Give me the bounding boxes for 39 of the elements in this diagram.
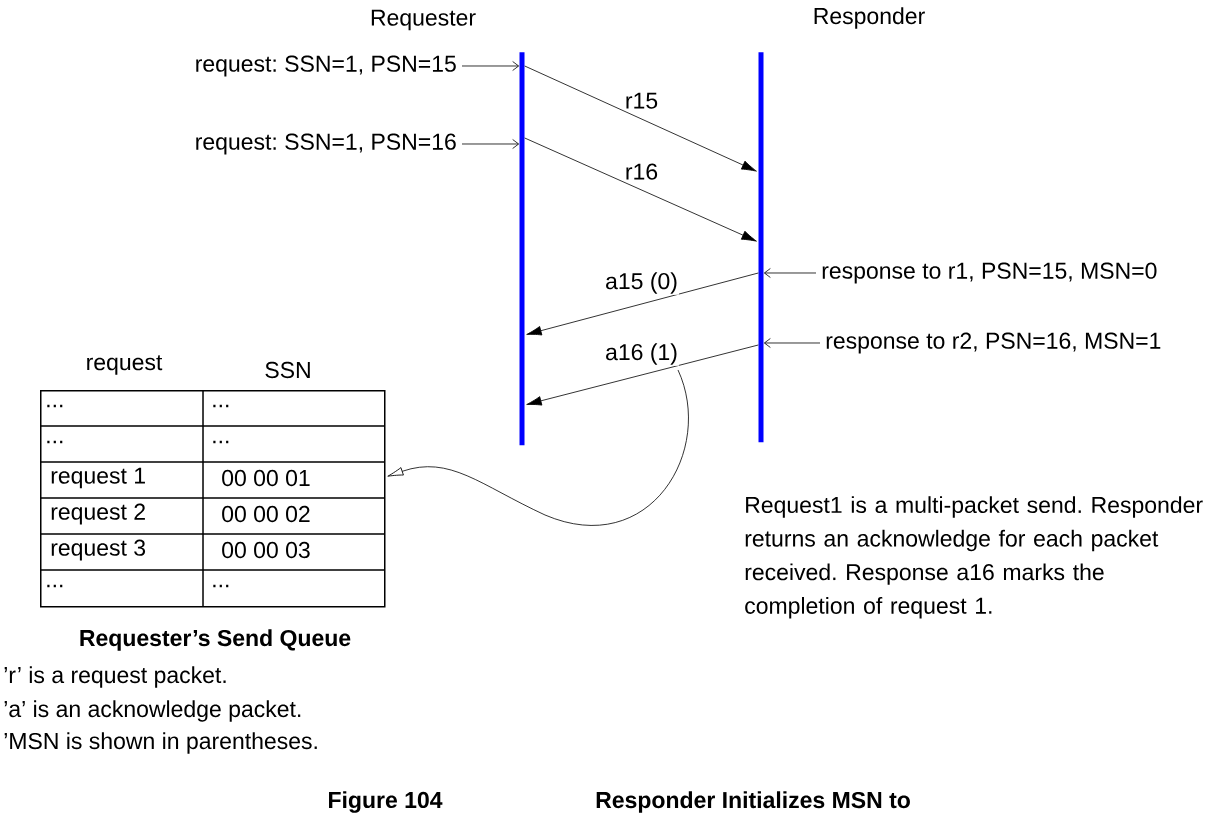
note-text: ’MSN is shown in parentheses.: [4, 732, 317, 754]
edge-label: r15: [626, 92, 658, 109]
table-cell: ...: [47, 584, 63, 588]
annotation-text: response to r1, PSN=15, MSN=0: [822, 262, 1157, 284]
table-cell: request 2: [51, 503, 145, 525]
note-text: ’r’ is a request packet.: [4, 666, 226, 688]
table-cell: ...: [47, 404, 63, 408]
table-cell: request 1: [51, 467, 145, 489]
arrow: [526, 272, 759, 336]
edge-label: a15 (0): [606, 272, 677, 294]
note-text: ’a’ is an acknowledge packet.: [4, 700, 301, 722]
annotation-text: request: SSN=1, PSN=15: [196, 55, 456, 77]
note-paragraph: Request1 is a multi-packet send. Responder returns an acknowledge for each packet received. Response a16 marks the completion of request 1.: [745, 496, 1203, 619]
table-cell: ...: [213, 584, 229, 588]
arrow: [461, 139, 520, 149]
lifeline-label: Requester: [371, 9, 476, 31]
table-cell: 00 00 01: [222, 469, 310, 487]
annotation-text: request: SSN=1, PSN=16: [196, 133, 456, 155]
curved-arrow: [387, 369, 689, 526]
table-cell: 00 00 02: [222, 505, 310, 523]
table-title: Requester’s Send Queue: [80, 629, 351, 651]
table-cell: ...: [213, 404, 229, 408]
figure-title: Responder Initializes MSN to: [596, 791, 910, 813]
table-cell: request 3: [51, 539, 146, 561]
table-cell: ...: [47, 440, 63, 444]
edge-label: a16 (1): [606, 343, 677, 365]
lifeline-label: Responder: [814, 7, 925, 29]
arrow: [524, 137, 757, 242]
table-cell: ...: [213, 440, 229, 444]
arrow: [526, 344, 759, 406]
arrow: [524, 65, 757, 172]
annotation-text: response to r2, PSN=16, MSN=1: [826, 332, 1161, 354]
edge-label: r16: [626, 163, 658, 180]
table-cell: 00 00 03: [222, 541, 310, 559]
queue-table: [40, 390, 386, 608]
arrow: [461, 61, 520, 71]
arrow: [763, 268, 817, 278]
figure-number: Figure 104: [329, 791, 443, 813]
arrow: [763, 338, 821, 348]
